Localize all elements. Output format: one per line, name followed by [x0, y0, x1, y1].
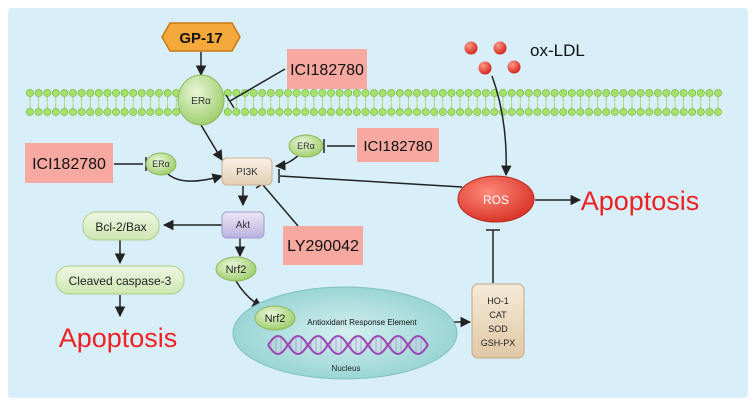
are-label: Antioxidant Response Element — [307, 318, 417, 327]
pi3k-label: PI3K — [236, 167, 258, 178]
ici-label-left: ICI182780 — [32, 156, 106, 173]
ici-label-top: ICI182780 — [290, 62, 364, 79]
nrf2-nuc-label: Nrf2 — [265, 313, 286, 325]
enzyme-ho1: HO-1 — [487, 296, 509, 306]
apoptosis-right: Apoptosis — [581, 186, 700, 216]
oxldl-label: ox-LDL — [530, 41, 585, 60]
inhibitor-boxes — [25, 49, 439, 265]
gp17-hexagon — [161, 22, 241, 52]
antioxidant-enzymes-box — [471, 283, 525, 359]
akt-label: Akt — [236, 220, 251, 231]
oxldl-particles — [464, 41, 521, 75]
cyto-left-era-label: ERα — [152, 159, 170, 169]
pathway-edges — [114, 52, 582, 328]
bcl2-bax-node — [82, 211, 160, 241]
akt-node — [221, 211, 265, 239]
ros-label: ROS — [483, 193, 509, 207]
caspase-node — [55, 265, 185, 295]
bcl2-bax-label: Bcl-2/Bax — [95, 220, 146, 234]
nrf2-cyto-label: Nrf2 — [226, 264, 247, 276]
membrane-era-label: ERα — [191, 96, 211, 107]
ici-box-top — [287, 49, 367, 89]
dna-helix — [267, 334, 429, 356]
nrf2-cytoplasm — [215, 256, 257, 282]
ly-box — [283, 226, 363, 265]
ly-label: LY290042 — [287, 238, 359, 255]
enzyme-gshpx: GSH-PX — [481, 338, 516, 348]
enzyme-sod: SOD — [488, 324, 508, 334]
cyto-right-era-receptor — [288, 134, 324, 158]
cyto-right-era-label: ERα — [297, 141, 315, 151]
enzyme-cat: CAT — [489, 310, 507, 320]
ici-box-right — [357, 128, 439, 162]
ros-node — [457, 175, 535, 223]
apoptosis-left: Apoptosis — [59, 323, 178, 353]
cell-membrane — [26, 89, 722, 116]
gp17-label: GP-17 — [179, 30, 222, 47]
ici-box-left — [25, 143, 113, 183]
cyto-left-era-receptor — [145, 152, 177, 176]
nrf2-nucleus — [254, 305, 296, 331]
membrane-era-receptor — [177, 74, 225, 126]
ici-label-right: ICI182780 — [363, 138, 432, 155]
nucleus-label: Nucleus — [332, 364, 361, 373]
pi3k-node — [221, 157, 273, 186]
caspase-label: Cleaved caspase-3 — [69, 274, 172, 288]
